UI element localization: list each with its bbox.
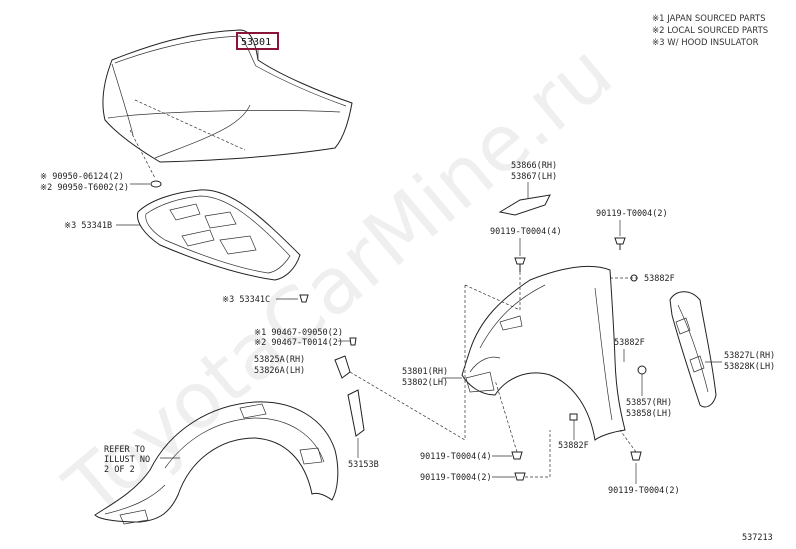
screw-icon: [349, 337, 357, 346]
hood-part[interactable]: [102, 29, 353, 179]
insulator-clip-icon: [299, 294, 309, 303]
liner-lh-label[interactable]: 53828K(LH): [724, 362, 775, 372]
hood-fastener-1-label[interactable]: ※ 90950-06124(2): [40, 172, 124, 182]
refer-line-1: REFER TO: [104, 445, 145, 455]
front-fender-part[interactable]: [461, 265, 626, 441]
refer-line-3: 2 OF 2: [104, 465, 135, 475]
bolt-bottom-2-label[interactable]: 90119-T0004(2): [420, 473, 492, 483]
brace-lh-label[interactable]: 53826A(LH): [254, 366, 305, 376]
fender-liner-part[interactable]: [669, 291, 717, 408]
screw-1-label[interactable]: ※1 90467-09050(2): [254, 328, 343, 338]
wheel-liner-part[interactable]: [94, 401, 339, 525]
fender-clip-top-label[interactable]: 53882F: [644, 274, 675, 284]
bolt-top-icon: [514, 257, 526, 272]
screw-2-label[interactable]: ※2 90467-T0014(2): [254, 338, 343, 348]
bolt-top-label[interactable]: 90119-T0004(4): [490, 227, 562, 237]
note-japan: ※1 JAPAN SOURCED PARTS: [652, 14, 765, 24]
insulator-label[interactable]: ※3 53341B: [64, 221, 112, 231]
bolt-bottom-1-icon: [511, 451, 523, 460]
bolt-bottom-2-icon: [514, 472, 526, 481]
liner-rh-label[interactable]: 53827L(RH): [724, 351, 775, 361]
hood-fastener-2-label[interactable]: ※2 90950-T6002(2): [40, 183, 129, 193]
insulator-clip-label[interactable]: ※3 53341C: [222, 295, 270, 305]
refer-line-2: ILLUST NO: [104, 455, 150, 465]
bolt-top-right-icon: [614, 237, 626, 250]
hood-cushion-icon: [150, 180, 162, 188]
fender-clip-mid-label[interactable]: 53882F: [614, 338, 645, 348]
seal-lh-label[interactable]: 53858(LH): [626, 409, 672, 419]
fender-rh-label[interactable]: 53801(RH): [402, 367, 448, 377]
brace-rh-label[interactable]: 53825A(RH): [254, 355, 305, 365]
bolt-bottom-right-label[interactable]: 90119-T0004(2): [608, 486, 680, 496]
bolt-bottom-right-icon: [630, 451, 642, 461]
page-code: 537213: [742, 533, 773, 543]
fender-clip-bottom-icon: [569, 413, 578, 421]
fender-clip-bottom-label[interactable]: 53882F: [558, 441, 589, 451]
hood-callout-box: [236, 32, 279, 50]
hood-insulator-part[interactable]: [136, 189, 301, 281]
fender-clip-top-icon: [630, 274, 638, 282]
protector-lh-label[interactable]: 53867(LH): [511, 172, 557, 182]
hood-callout[interactable]: 53301: [241, 37, 271, 48]
fender-lh-label[interactable]: 53802(LH): [402, 378, 448, 388]
fender-brace-part[interactable]: [334, 355, 351, 379]
protector-top-part[interactable]: [498, 194, 551, 216]
bolt-bottom-1-label[interactable]: 90119-T0004(4): [420, 452, 492, 462]
note-insulator: ※3 W/ HOOD INSULATOR: [652, 38, 759, 48]
seal-plate-part[interactable]: [347, 389, 365, 437]
seal-plate-label[interactable]: 53153B: [348, 460, 379, 470]
protector-rh-label[interactable]: 53866(RH): [511, 161, 557, 171]
seal-icon: [637, 365, 647, 375]
note-local: ※2 LOCAL SOURCED PARTS: [652, 26, 768, 36]
seal-rh-label[interactable]: 53857(RH): [626, 398, 672, 408]
bolt-top-right-label[interactable]: 90119-T0004(2): [596, 209, 668, 219]
